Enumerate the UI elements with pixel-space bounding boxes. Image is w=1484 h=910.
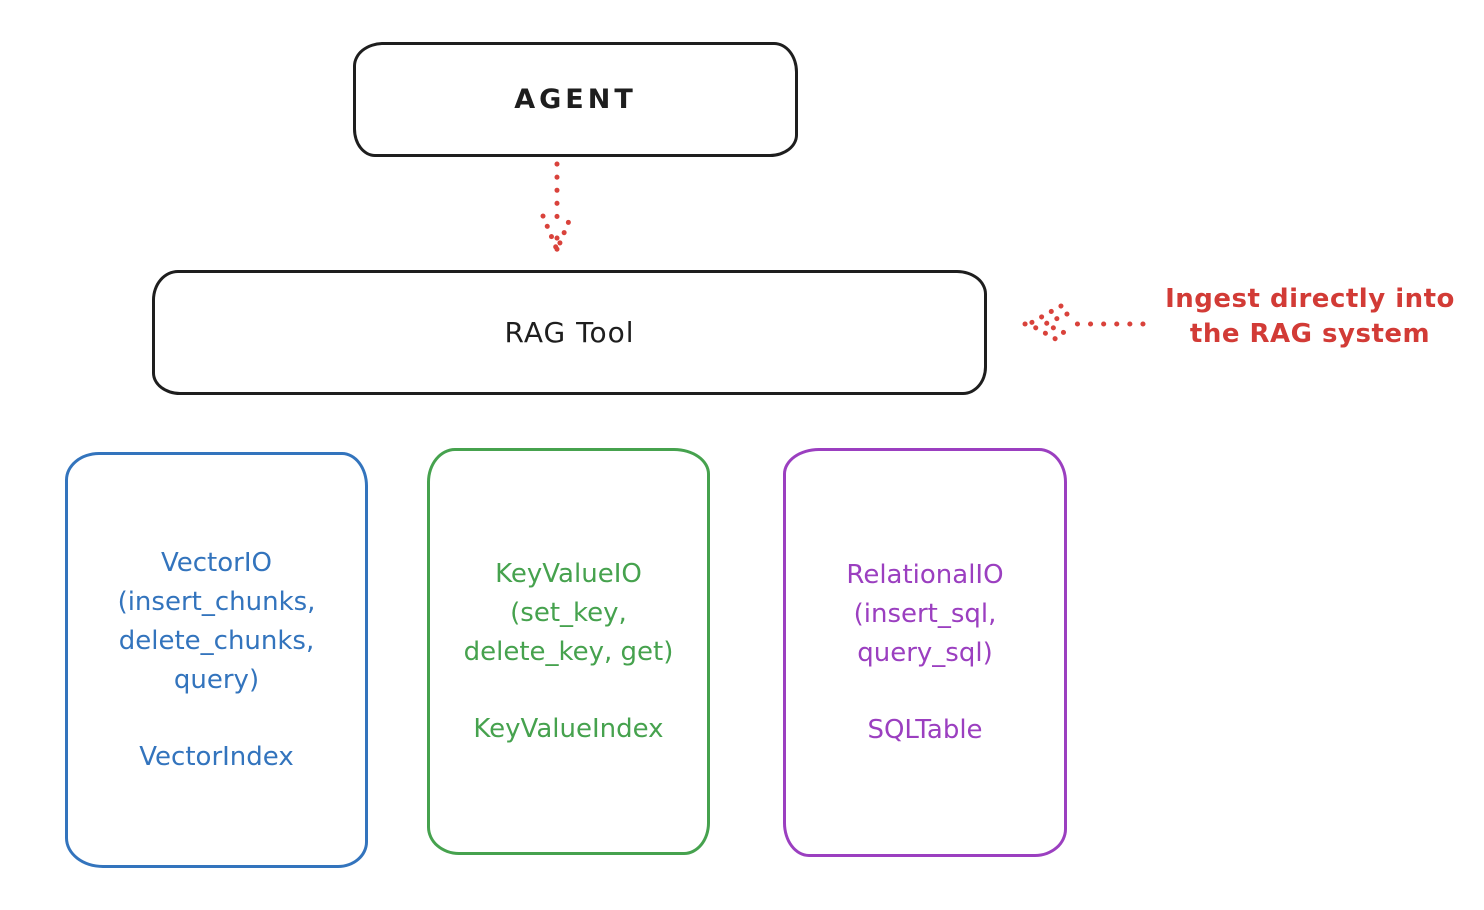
vector-io-text: VectorIO (insert_chunks, delete_chunks, … — [118, 544, 316, 777]
key-value-index-label: KeyValueIndex — [473, 713, 664, 744]
agent-label: AGENT — [514, 84, 637, 115]
vector-io-box: VectorIO (insert_chunks, delete_chunks, … — [65, 452, 368, 868]
relational-io-box: RelationalIO (insert_sql, query_sql) SQL… — [783, 448, 1067, 857]
store-line: VectorIO — [161, 547, 272, 578]
ingest-annotation-line1: Ingest directly into — [1165, 284, 1455, 314]
rag-tool-box: RAG Tool — [152, 270, 987, 395]
key-value-io-text: KeyValueIO (set_key, delete_key, get) Ke… — [464, 555, 674, 749]
store-line: RelationalIO — [846, 559, 1004, 590]
agent-to-rag-arrow — [540, 161, 574, 263]
sql-table-label: SQLTable — [867, 714, 983, 745]
store-line: (set_key, — [510, 597, 627, 628]
store-line: query) — [173, 664, 260, 695]
store-line: query_sql) — [857, 637, 993, 668]
rag-tool-label: RAG Tool — [504, 316, 635, 349]
ingest-arrow — [1022, 303, 1146, 345]
store-line: delete_key, get) — [463, 636, 674, 667]
store-line: KeyValueIO — [495, 558, 642, 589]
agent-box: AGENT — [353, 42, 798, 157]
store-line: delete_chunks, — [118, 625, 315, 656]
ingest-annotation-line2: the RAG system — [1189, 319, 1431, 350]
store-line: (insert_sql, — [853, 598, 997, 629]
key-value-io-box: KeyValueIO (set_key, delete_key, get) Ke… — [427, 448, 710, 855]
relational-io-text: RelationalIO (insert_sql, query_sql) SQL… — [846, 556, 1003, 750]
store-line: (insert_chunks, — [117, 586, 316, 617]
vector-index-label: VectorIndex — [139, 741, 294, 772]
ingest-annotation: Ingest directly into the RAG system — [1140, 282, 1480, 352]
